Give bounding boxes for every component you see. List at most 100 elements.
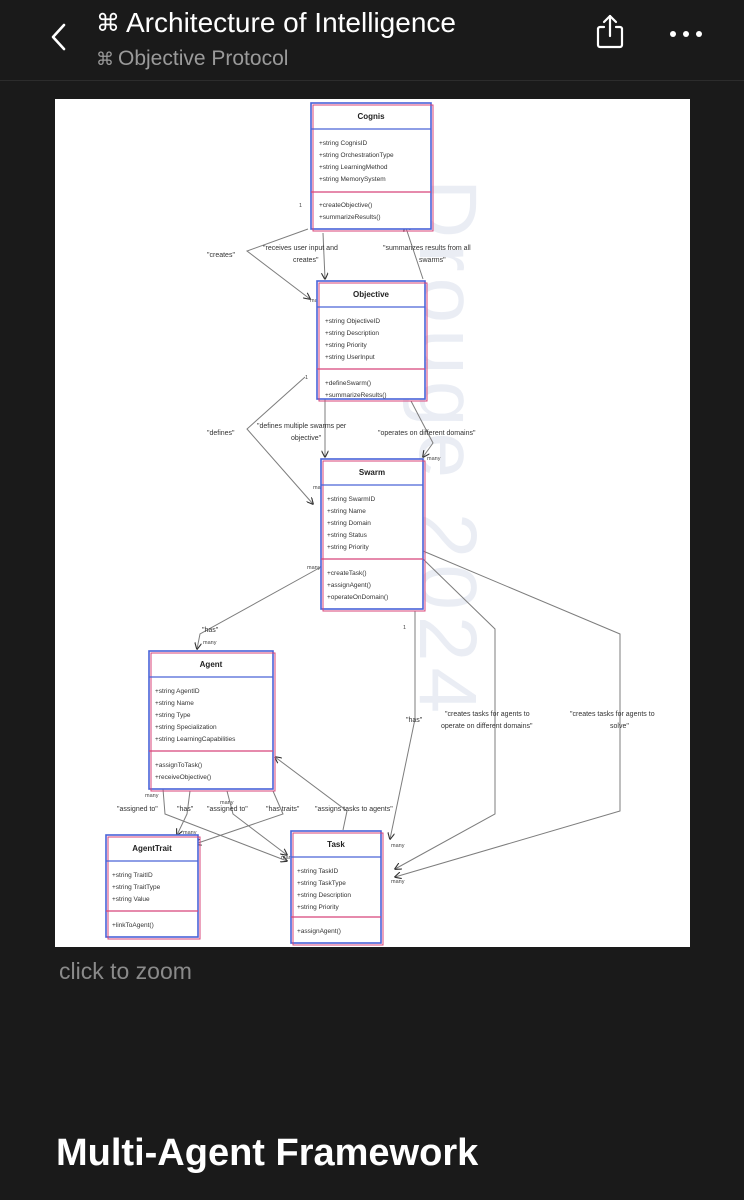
edge-objective-cognis-summarizes [405,225,424,280]
class-cognis-method: +summarizeResults() [319,214,381,221]
class-task-method: +assignAgent() [297,928,341,935]
page-subtitle[interactable]: Objective Protocol [118,47,289,70]
class-agent-attr: +string Name [155,700,194,707]
edge-task-agent-assigns [275,757,348,831]
share-icon [596,14,624,49]
mult-task-many-c: many [281,855,295,861]
page-title[interactable]: Architecture of Intelligence [126,7,456,38]
class-task: Task +string TaskID +string TaskType +st… [290,830,384,946]
edge-objective-swarm-defines [246,376,313,504]
watermark-text: Drouge 2024 [402,179,493,719]
class-agent: Agent +string AgentID +string Name +stri… [148,650,276,792]
class-cognis-method: +createObjective() [319,202,372,209]
mult-task-many-b: many [391,879,405,885]
class-cognis-attr: +string MemorySystem [319,176,386,183]
mult-swarm-many-a: many [427,456,441,462]
class-agent-attr: +string LearningCapabilities [155,736,236,743]
label-assigned-to-1: "assigned to" [117,806,158,813]
edge-agent-task-assigned-2 [226,790,287,855]
class-objective-attr: +string Priority [325,342,367,349]
class-swarm-attr: +string Priority [327,544,369,551]
edge-swarm-task-solve [395,550,621,877]
class-agent-attr: +string AgentID [155,688,200,695]
edge-objective-swarm-operates [410,400,434,457]
class-swarm-name: Swarm [359,468,385,477]
label-assigns-tasks: "assigns tasks to agents" [315,806,393,813]
class-swarm-attr: +string Domain [327,520,371,527]
edge-agent-trait-traits [195,790,284,844]
class-objective-attr: +string UserInput [325,354,375,361]
label-creates-tasks-domains-1: "creates tasks for agents to [445,711,530,718]
mult-cognis-1: 1 [299,203,302,209]
class-task-name: Task [327,840,345,849]
zoom-hint[interactable]: click to zoom [59,958,192,984]
class-objective-attr: +string Description [325,330,379,337]
share-button[interactable] [592,12,628,52]
class-cognis-attr: +string CognisID [319,140,368,147]
chevron-left-icon [51,23,66,51]
class-agenttrait-attr: +string TraitType [112,884,161,891]
more-icon [670,31,702,37]
mult-agent-many-c: many [220,800,234,806]
class-cognis: Cognis +string CognisID +string Orchestr… [310,102,434,232]
mult-objective-1: 1 [305,375,308,381]
command-icon: ⌘ [96,48,114,69]
class-task-attr: +string TaskID [297,868,339,875]
class-cognis-name: Cognis [357,112,385,121]
class-objective-method: +summarizeResults() [325,392,387,399]
label-summarizes-2: swarms" [419,257,446,264]
label-has-task: "has" [406,717,423,724]
command-icon: ⌘ [96,9,120,37]
label-receives-1: "receives user input and [263,245,338,252]
class-agenttrait-method: +linkToAgent() [112,922,154,929]
class-swarm-attr: +string SwarmID [327,496,376,503]
class-objective-attr: +string ObjectiveID [325,318,380,325]
mult-trait-many: many [183,830,197,836]
label-has-traits: "has traits" [266,806,300,813]
label-creates-tasks-solve-1: "creates tasks for agents to [570,711,655,718]
class-agent-attr: +string Type [155,712,191,719]
label-assigned-to-2: "assigned to" [207,806,248,813]
mult-swarm-many-c: many [307,565,321,571]
class-agent-attr: +string Specialization [155,724,217,731]
class-swarm-method: +createTask() [327,570,367,577]
edge-swarm-agent-has [197,566,322,649]
edge-cognis-objective-receives [323,232,325,279]
label-summarizes-1: "summarizes results from all [383,245,471,252]
label-operates: "operates on different domains" [378,430,476,437]
class-swarm-method: +operateOnDomain() [327,594,388,601]
class-task-attr: +string Description [297,892,351,899]
back-button[interactable] [44,18,78,56]
class-objective-method: +defineSwarm() [325,380,371,387]
class-agent-method: +receiveObjective() [155,774,211,781]
class-objective-name: Objective [353,290,390,299]
class-agent-method: +assignToTask() [155,762,202,769]
label-defines: "defines" [207,430,235,437]
more-button[interactable] [666,22,706,46]
edge-agent-trait-has [177,790,191,835]
edge-swarm-task-has [390,611,416,839]
class-agenttrait-name: AgentTrait [132,844,172,853]
class-task-attr: +string Priority [297,904,339,911]
mult-task-many-a: many [391,843,405,849]
class-task-attr: +string TaskType [297,880,346,887]
class-agent-name: Agent [200,660,223,669]
label-has-trait-link: "has" [177,806,194,813]
class-agenttrait-attr: +string TraitID [112,872,153,879]
label-defines-multi-1: "defines multiple swarms per [257,423,347,430]
diagram-image[interactable]: Drouge 2024 "creates" "receives user inp… [55,99,690,947]
class-agenttrait: AgentTrait +string TraitID +string Trait… [105,834,201,940]
mult-agent-many-b: many [145,793,159,799]
class-cognis-attr: +string OrchestrationType [319,152,394,159]
label-receives-2: creates" [293,257,319,264]
edge-swarm-task-domains [395,558,496,869]
label-creates: "creates" [207,252,235,259]
edge-cognis-objective-creates [245,228,310,299]
class-objective: Objective +string ObjectiveID +string De… [316,280,428,402]
top-bar: ⌘ Architecture of Intelligence ⌘ Objecti… [0,0,744,81]
label-defines-multi-2: objective" [291,435,322,442]
mult-agent-many: many [203,640,217,646]
mult-swarm-1: 1 [403,625,406,631]
class-swarm: Swarm +string SwarmID +string Name +stri… [320,458,426,612]
section-title: Multi-Agent Framework [56,1132,479,1174]
